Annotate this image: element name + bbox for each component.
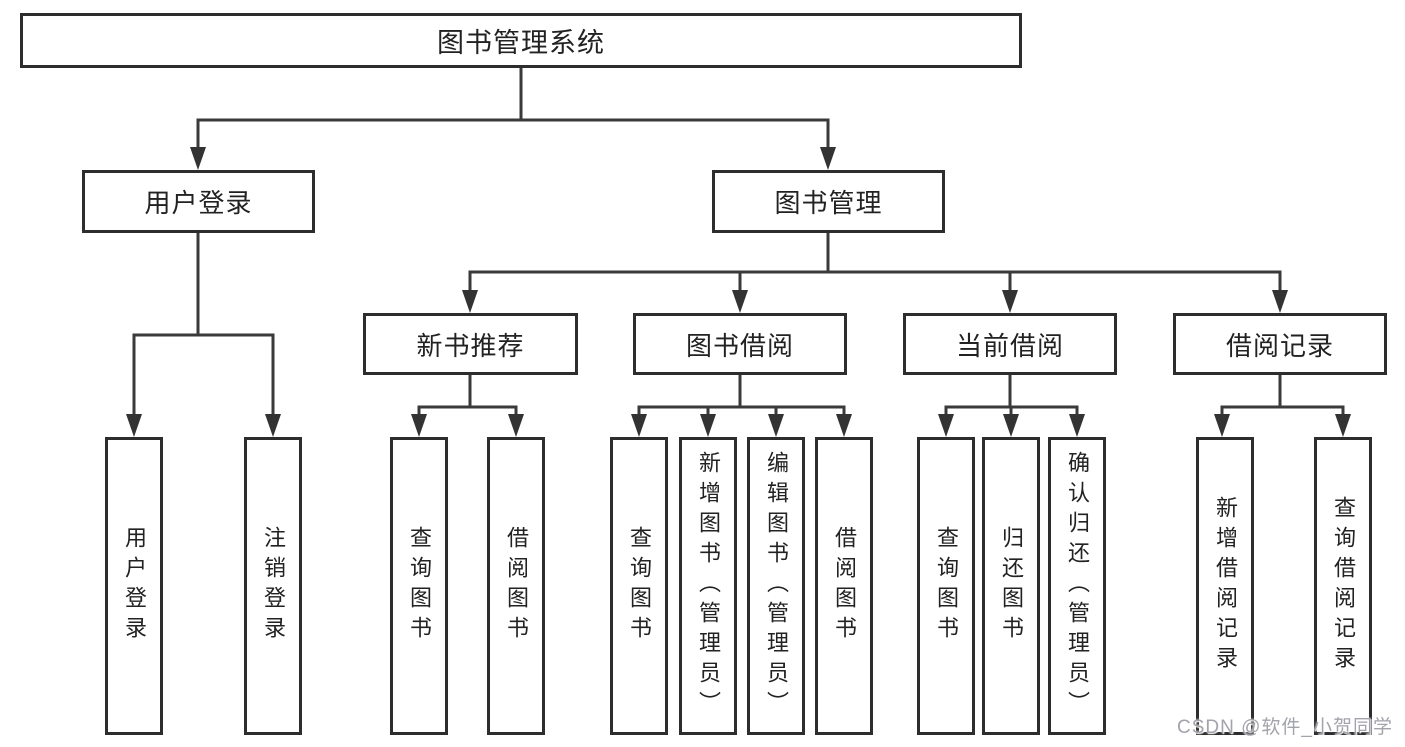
node-label: 注销登录 — [261, 526, 286, 646]
node-label: 查询图书 — [627, 526, 652, 646]
arrow-down-icon — [190, 147, 206, 170]
leaf-add-books-admin: 新增图书（管理员） — [679, 437, 737, 735]
node-current-borrowing: 当前借阅 — [903, 313, 1117, 375]
node-label: 用户登录 — [144, 188, 253, 218]
node-label: 新增借阅记录 — [1213, 496, 1238, 676]
connector-current-borrow-children — [944, 375, 1079, 416]
arrow-down-icon — [1272, 290, 1288, 313]
node-label: 图书借阅 — [685, 330, 794, 361]
arrow-down-icon — [265, 414, 281, 437]
leaf-query-books-borrow: 查询图书 — [610, 437, 668, 735]
leaf-borrow-books-recommend: 借阅图书 — [487, 437, 545, 735]
leaf-borrow-books: 借阅图书 — [815, 437, 873, 735]
connector-book-borrow-children — [637, 375, 846, 416]
arrow-down-icon — [126, 414, 142, 437]
leaf-confirm-return-admin: 确认归还（管理员） — [1048, 437, 1106, 735]
arrow-down-icon — [820, 147, 836, 170]
node-new-book-recommendation: 新书推荐 — [363, 313, 578, 375]
node-label: 查询图书 — [934, 526, 959, 646]
node-label: 编辑图书（管理员） — [764, 451, 789, 721]
arrow-down-icon — [1003, 414, 1019, 437]
node-label: 用户登录 — [122, 526, 147, 646]
node-label: 查询图书 — [407, 526, 432, 646]
connector-book-management-children — [468, 233, 1282, 292]
node-root-library-system: 图书管理系统 — [20, 13, 1022, 68]
leaf-query-books-current: 查询图书 — [917, 437, 975, 735]
connector-root-to-level2 — [196, 68, 830, 149]
node-label: 图书管理 — [774, 188, 883, 218]
arrow-down-icon — [1069, 414, 1085, 437]
arrow-down-icon — [1002, 290, 1018, 313]
arrow-down-icon — [938, 414, 954, 437]
node-label: 新增图书（管理员） — [696, 451, 721, 721]
leaf-logout: 注销登录 — [244, 437, 302, 735]
node-label: 当前借阅 — [955, 330, 1064, 361]
leaf-return-books: 归还图书 — [982, 437, 1040, 735]
node-user-login: 用户登录 — [82, 170, 315, 233]
leaf-query-borrow-record: 查询借阅记录 — [1314, 437, 1372, 735]
csdn-watermark: CSDN @软件_小贺同学 — [1177, 717, 1393, 738]
node-book-borrowing: 图书借阅 — [633, 313, 847, 375]
arrow-down-icon — [1335, 414, 1351, 437]
arrow-down-icon — [411, 414, 427, 437]
leaf-user-login: 用户登录 — [105, 437, 163, 735]
node-label: 确认归还（管理员） — [1065, 451, 1090, 721]
leaf-add-borrow-record: 新增借阅记录 — [1196, 437, 1254, 735]
leaf-query-books-recommend: 查询图书 — [390, 437, 448, 735]
arrow-down-icon — [732, 290, 748, 313]
arrow-down-icon — [768, 414, 784, 437]
leaf-edit-books-admin: 编辑图书（管理员） — [747, 437, 805, 735]
arrow-down-icon — [631, 414, 647, 437]
arrow-down-icon — [462, 290, 478, 313]
connector-borrow-records-children — [1220, 375, 1345, 416]
node-label: 新书推荐 — [416, 330, 525, 361]
node-label: 借阅图书 — [832, 526, 857, 646]
arrow-down-icon — [700, 414, 716, 437]
node-label: 归还图书 — [999, 526, 1024, 646]
connector-new-book-children — [417, 375, 518, 416]
node-label: 图书管理系统 — [437, 28, 605, 58]
node-label: 借阅图书 — [504, 526, 529, 646]
arrow-down-icon — [836, 414, 852, 437]
connector-user-login-children — [132, 233, 275, 416]
node-book-management: 图书管理 — [712, 170, 945, 233]
arrow-down-icon — [508, 414, 524, 437]
arrow-down-icon — [1214, 414, 1230, 437]
node-label: 借阅记录 — [1225, 330, 1334, 361]
node-borrowing-records: 借阅记录 — [1173, 313, 1387, 375]
node-label: 查询借阅记录 — [1331, 496, 1356, 676]
